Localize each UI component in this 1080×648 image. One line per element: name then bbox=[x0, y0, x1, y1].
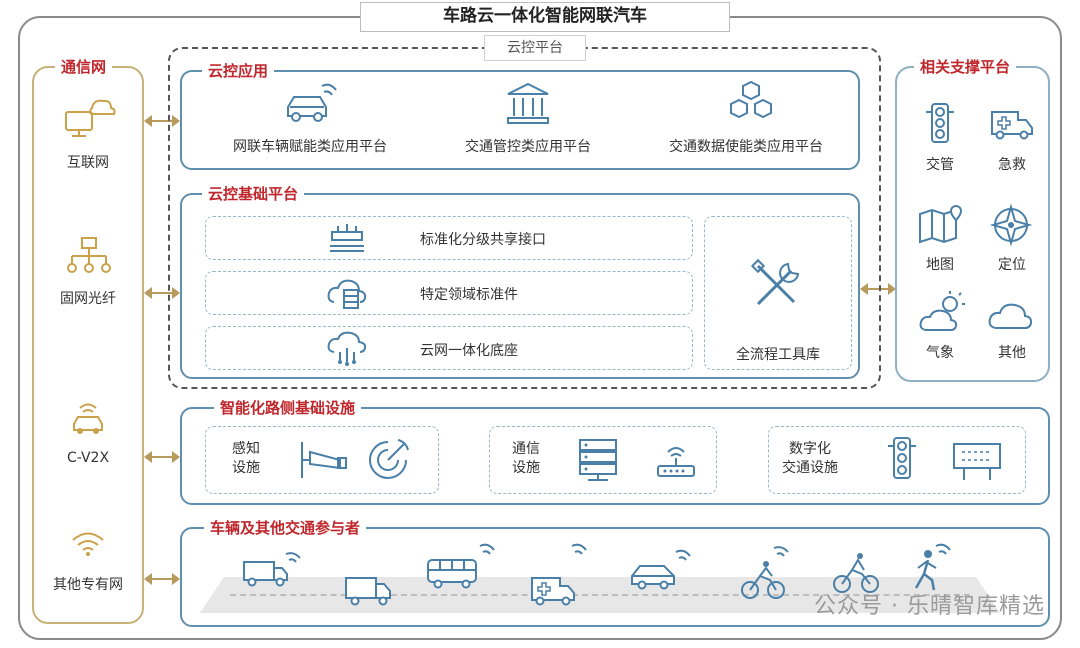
truck-icon bbox=[243, 552, 301, 587]
roadside-group-digital bbox=[768, 426, 1026, 494]
cloud-server-icon bbox=[327, 279, 367, 309]
base-item-box-1 bbox=[205, 216, 693, 260]
traffic-light-icon bbox=[926, 103, 954, 143]
interface-icon bbox=[330, 224, 364, 252]
weather-icon bbox=[919, 291, 965, 331]
cloud-base-box bbox=[180, 193, 860, 379]
radar-icon bbox=[369, 439, 409, 479]
router-icon bbox=[657, 447, 695, 477]
arrow-other bbox=[144, 573, 180, 585]
arrow-cv2x bbox=[144, 451, 180, 463]
support-item-emergency: 急救 bbox=[998, 157, 1026, 173]
comm-network-title: 通信网 bbox=[55, 56, 113, 78]
support-item-traffic: 交管 bbox=[926, 157, 954, 173]
compass-icon bbox=[990, 204, 1032, 246]
bus-icon bbox=[427, 543, 495, 589]
data-cubes-icon bbox=[730, 80, 772, 119]
comm-item-fiber: 固网光纤 bbox=[60, 291, 116, 307]
support-item-weather: 气象 bbox=[926, 345, 954, 361]
roadside-group-sensing bbox=[205, 426, 439, 494]
billboard-icon bbox=[953, 443, 1001, 480]
roadside-title: 智能化路侧基础设施 bbox=[214, 397, 362, 419]
map-icon bbox=[919, 204, 963, 244]
roadside-label-sensing: 感知 设施 bbox=[232, 441, 260, 476]
arrow-fiber bbox=[144, 287, 180, 299]
comm-item-internet: 互联网 bbox=[67, 155, 109, 171]
delivery-truck-icon bbox=[345, 577, 391, 606]
participants-title: 车辆及其他交通参与者 bbox=[204, 517, 367, 539]
arrow-support bbox=[860, 283, 896, 295]
app-item-traffic: 交通管控类应用平台 bbox=[465, 139, 591, 155]
internet-icon bbox=[65, 99, 116, 137]
cv2x-car-icon bbox=[73, 403, 103, 434]
cloud-apps-title: 云控应用 bbox=[202, 60, 275, 82]
toolbox-label: 全流程工具库 bbox=[736, 347, 820, 363]
roadside-label-comm: 通信 设施 bbox=[512, 441, 540, 476]
cyclist-icon-1 bbox=[741, 546, 789, 599]
app-item-vehicle: 网联车辆赋能类应用平台 bbox=[233, 139, 387, 155]
support-item-positioning: 定位 bbox=[998, 257, 1026, 273]
fiber-network-icon bbox=[67, 237, 111, 273]
roadside-traffic-light-icon bbox=[888, 437, 916, 479]
ambulance-vehicle-icon bbox=[531, 543, 587, 606]
wireless-icon bbox=[72, 532, 104, 556]
page-title: 车路云一体化智能网联汽车 bbox=[360, 2, 730, 32]
government-building-icon bbox=[507, 82, 549, 124]
cyclist-icon-2 bbox=[833, 553, 879, 593]
base-item-standard: 特定领域标准件 bbox=[420, 287, 518, 303]
roadside-label-digital: 数字化 交通设施 bbox=[782, 441, 838, 476]
cloud-base-title: 云控基础平台 bbox=[202, 183, 305, 205]
support-platform-title: 相关支撑平台 bbox=[914, 56, 1017, 78]
cloud-platform-title: 云控平台 bbox=[484, 35, 586, 61]
support-item-map: 地图 bbox=[926, 257, 954, 273]
app-item-data: 交通数据使能类应用平台 bbox=[669, 139, 823, 155]
arrow-internet bbox=[144, 115, 180, 127]
ambulance-icon bbox=[991, 111, 1033, 140]
support-item-other: 其他 bbox=[998, 345, 1026, 361]
watermark: 公众号 · 乐晴智库精选 bbox=[814, 594, 1045, 619]
base-item-foundation: 云网一体化底座 bbox=[420, 343, 518, 359]
cloud-other-icon bbox=[988, 303, 1033, 329]
comm-item-other: 其他专有网 bbox=[53, 577, 123, 593]
base-item-interface: 标准化分级共享接口 bbox=[420, 232, 546, 248]
road-center-line bbox=[230, 594, 970, 596]
connected-car-icon bbox=[287, 83, 337, 122]
comm-item-cv2x: C-V2X bbox=[66, 450, 110, 466]
cloud-network-icon bbox=[327, 331, 367, 366]
camera-icon bbox=[301, 442, 347, 478]
base-item-box-3 bbox=[205, 326, 693, 370]
pedestrian-icon bbox=[914, 543, 951, 591]
roadside-group-comm bbox=[489, 426, 717, 494]
tools-wrench-icon bbox=[750, 258, 800, 306]
sedan-icon bbox=[631, 549, 691, 590]
base-item-box-2 bbox=[205, 271, 693, 315]
server-rack-icon bbox=[579, 439, 617, 481]
toolbox-box bbox=[704, 216, 852, 370]
